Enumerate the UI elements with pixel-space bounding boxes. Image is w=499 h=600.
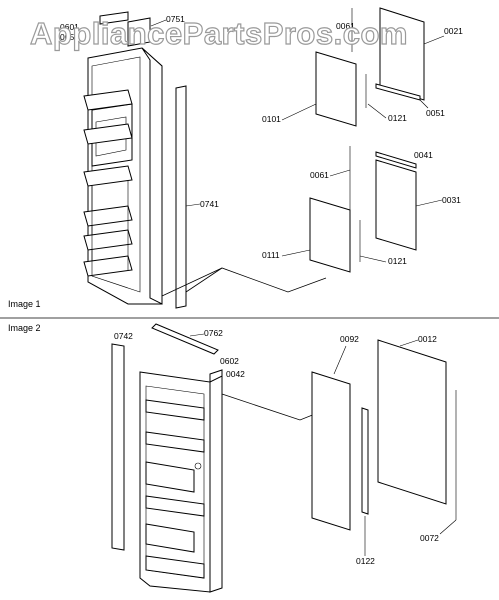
label-0092: 0092 [340, 334, 359, 344]
part-0601-shape [99, 11, 129, 25]
label-0061b: 0061 [310, 170, 329, 180]
part-0012-shape [377, 339, 447, 505]
label-0021: 0021 [444, 26, 463, 36]
label-0121b: 0121 [388, 256, 407, 266]
label-0072: 0072 [420, 533, 439, 543]
door-image2 [139, 371, 223, 593]
section-label-image2: Image 2 [8, 323, 41, 333]
part-0111-shape [309, 197, 351, 273]
label-0602: 0602 [220, 356, 239, 366]
part-0741-shape [175, 85, 187, 309]
label-0122: 0122 [356, 556, 375, 566]
part-0122-shape [361, 407, 369, 515]
label-0601: 0601 [60, 22, 79, 32]
label-0101: 0101 [262, 114, 281, 124]
label-0042: 0042 [226, 369, 245, 379]
label-0111: 0111 [262, 250, 280, 260]
part-0751-shape [127, 17, 151, 47]
label-0742: 0742 [114, 331, 133, 341]
label-0051a: 0051 [60, 32, 79, 42]
label-0741: 0741 [200, 199, 219, 209]
part-0041-shape [375, 151, 417, 169]
label-0051b: 0051 [426, 108, 445, 118]
part-0101-shape [315, 51, 357, 127]
label-0031: 0031 [442, 195, 461, 205]
part-0762-shape [151, 323, 219, 355]
door-image1 [83, 47, 163, 305]
part-0092-shape [311, 371, 351, 531]
part-0742-shape [111, 343, 125, 551]
label-0751: 0751 [166, 14, 185, 24]
section-label-image1: Image 1 [8, 299, 41, 309]
part-0021-shape [379, 7, 425, 101]
label-0061a: 0061 [336, 21, 355, 31]
label-0012: 0012 [418, 334, 437, 344]
watermark: AppliancePartsPros.com [30, 16, 408, 51]
label-0121a: 0121 [388, 113, 407, 123]
label-0762: 0762 [204, 328, 223, 338]
part-0031-shape [375, 159, 417, 251]
label-0041: 0041 [414, 150, 433, 160]
